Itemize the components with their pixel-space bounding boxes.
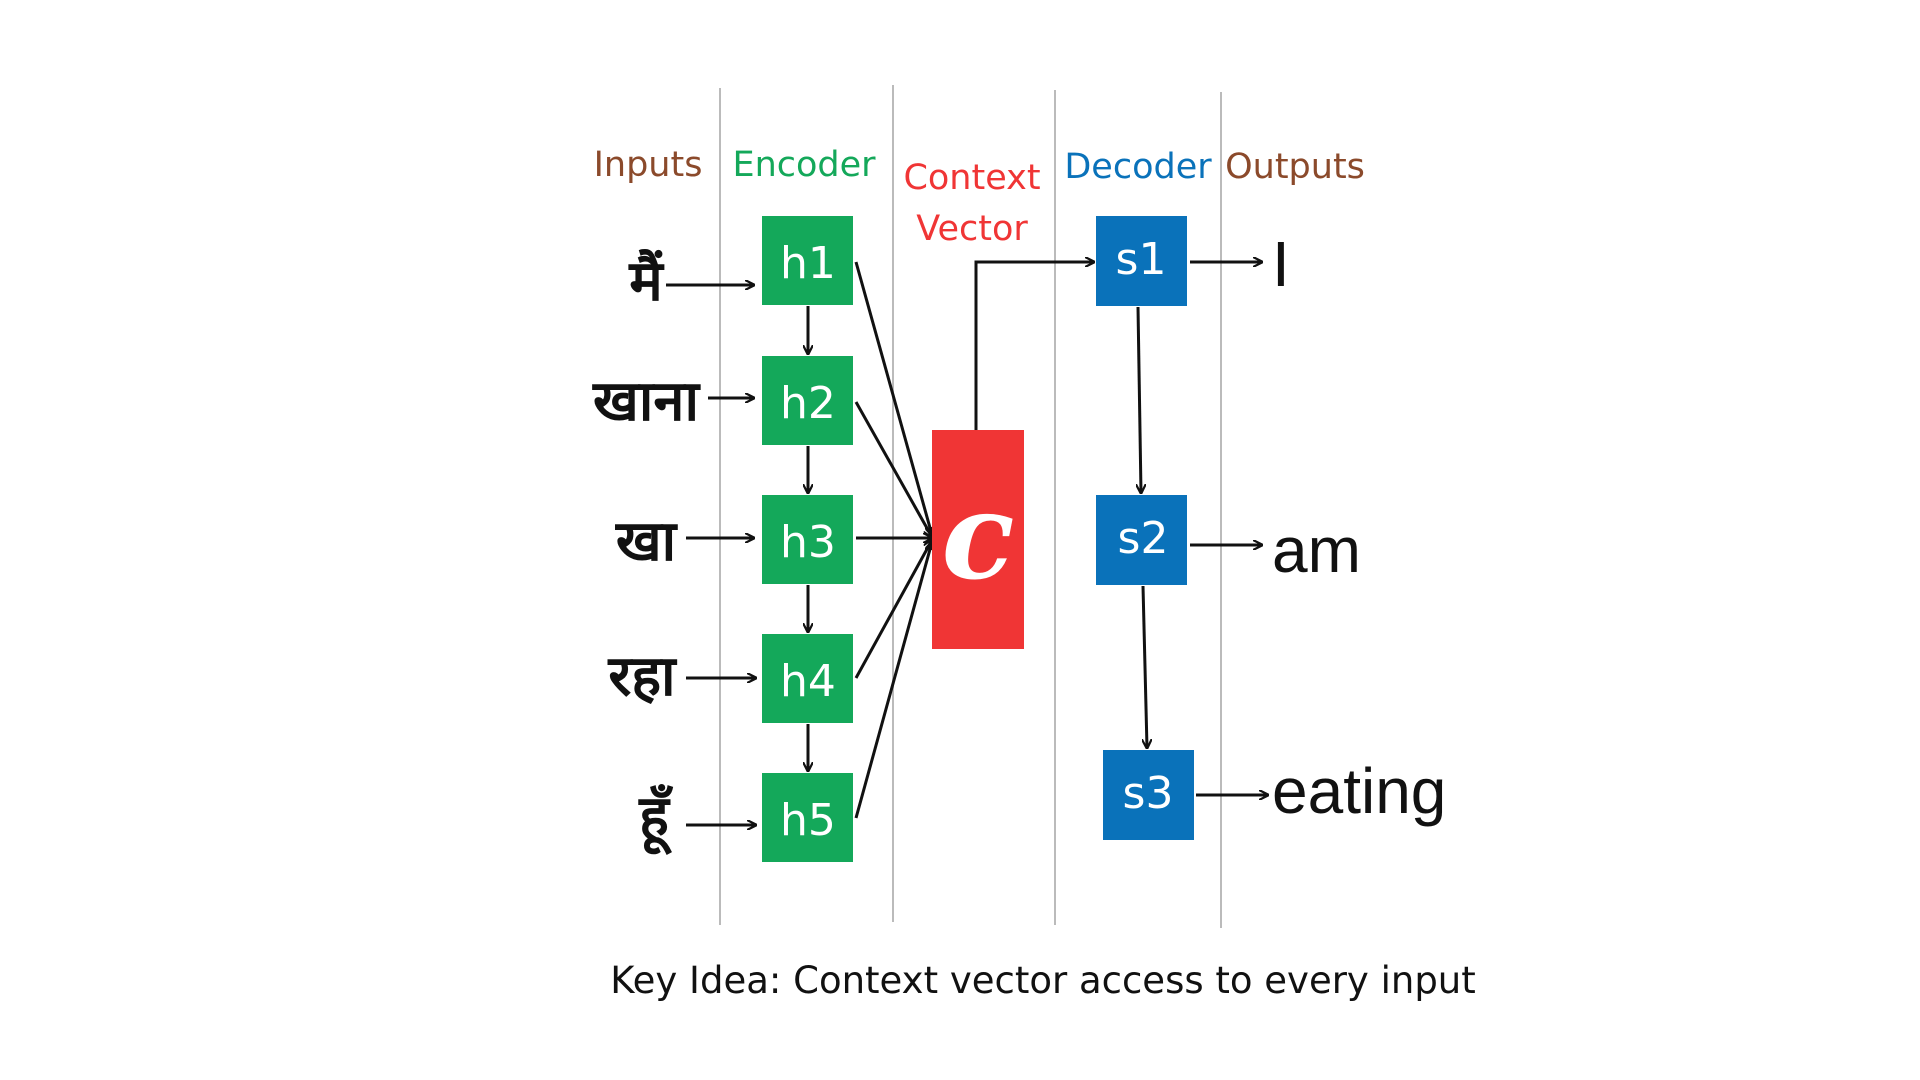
input-word-3: खा [615, 509, 679, 574]
arrow-h4-context [854, 540, 932, 679]
input-word-1: मैं [628, 248, 665, 314]
decoder-box-s3 [1103, 750, 1194, 840]
output-word-3: eating [1272, 755, 1446, 827]
decoder-label-s2: s2 [1118, 513, 1169, 564]
encoder-label-h2: h2 [780, 378, 836, 429]
input-arrows [666, 285, 756, 825]
header-decoder: Decoder [1064, 147, 1212, 187]
arrow-h5-context [854, 542, 932, 819]
decoder-column: s1 s2 s3 [1096, 216, 1194, 840]
arrow-s2-s3 [1141, 585, 1147, 748]
key-idea-caption: Key Idea: Context vector access to every… [610, 959, 1476, 1002]
encoder-column: h1 h2 h3 h4 h5 [762, 216, 853, 862]
input-word-2: खाना [592, 369, 701, 434]
encoder-label-h4: h4 [780, 656, 836, 707]
decoder-chain-arrows [1138, 306, 1147, 748]
header-context-line2: Vector [916, 209, 1028, 249]
arrow-context-s1 [974, 262, 1094, 430]
encoder-box-h4 [762, 634, 853, 723]
encoder-label-h1: h1 [780, 238, 836, 289]
context-vector-box [932, 430, 1024, 649]
input-word-5: हूँ [638, 783, 673, 855]
encoder-label-h5: h5 [780, 795, 836, 846]
header-outputs: Outputs [1225, 147, 1365, 187]
encoder-box-h3 [762, 495, 853, 584]
header-inputs: Inputs [594, 145, 703, 185]
header-context-line1: Context [903, 158, 1040, 198]
arrow-h1-context [854, 261, 932, 535]
encoder-label-h3: h3 [780, 517, 836, 568]
output-word-1: I [1272, 228, 1290, 300]
encoder-box-h2 [762, 356, 853, 445]
arrow-h2-context [854, 401, 932, 537]
column-dividers [719, 85, 1222, 928]
decoder-label-s1: s1 [1116, 234, 1167, 285]
decoder-label-s3: s3 [1123, 768, 1174, 819]
arrow-s1-s2 [1138, 306, 1141, 493]
decoder-box-s1 [1096, 216, 1187, 306]
decoder-box-s2 [1096, 495, 1187, 585]
encoder-box-h5 [762, 773, 853, 862]
encoder-box-h1 [762, 216, 853, 305]
input-word-4: रहा [607, 644, 678, 709]
encoder-to-context-arrows [854, 261, 932, 819]
output-word-2: am [1272, 514, 1361, 586]
context-vector-label: c [941, 466, 1014, 607]
output-arrows [1190, 262, 1268, 795]
header-encoder: Encoder [732, 145, 876, 185]
